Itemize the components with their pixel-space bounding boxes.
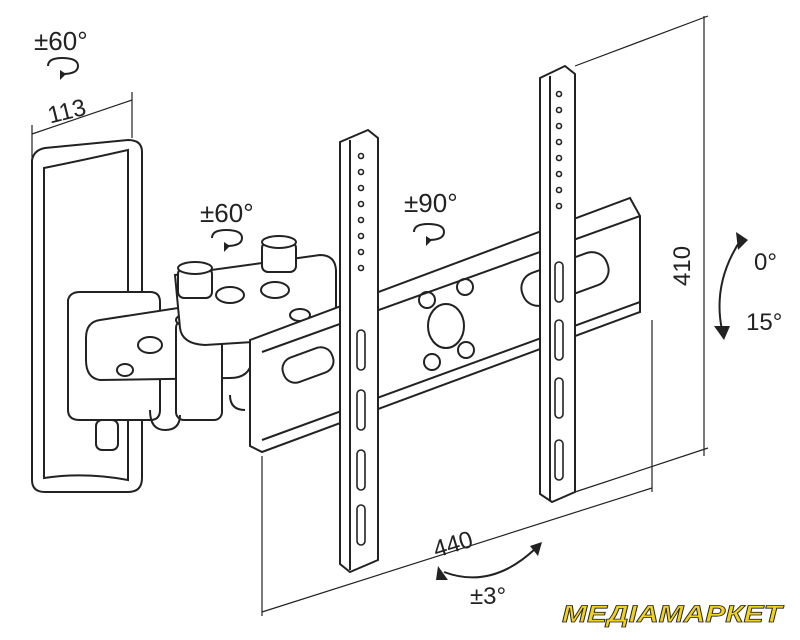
- tilt-down-label: 15°: [746, 309, 782, 336]
- wall-rotation-label: ±60°: [34, 26, 88, 56]
- vertical-arm-left: [339, 128, 379, 574]
- level-arrow-icon: [436, 542, 542, 580]
- head-rotation-arrow-icon: [413, 222, 446, 246]
- head-rotation-label: ±90°: [404, 188, 458, 218]
- horizontal-bracket: [249, 196, 641, 454]
- brand-logo: МЕДІАМАРКЕТ: [562, 601, 785, 628]
- dimension-lines: [31, 15, 709, 616]
- vertical-arm-right: [539, 64, 576, 504]
- wall-rotation-arrow-icon: [47, 56, 80, 80]
- arm-rotation-arrow-icon: [211, 228, 244, 252]
- wall-plate-width-label: 113: [45, 94, 89, 129]
- tilt-up-label: 0°: [754, 249, 777, 276]
- height-label: 410: [669, 246, 696, 286]
- tilt-arrow-icon: [714, 232, 748, 340]
- rotation-arrows: [47, 56, 748, 580]
- arm-rotation-label: ±60°: [200, 198, 254, 228]
- width-label: 440: [430, 526, 476, 564]
- level-adjust-label: ±3°: [470, 583, 506, 610]
